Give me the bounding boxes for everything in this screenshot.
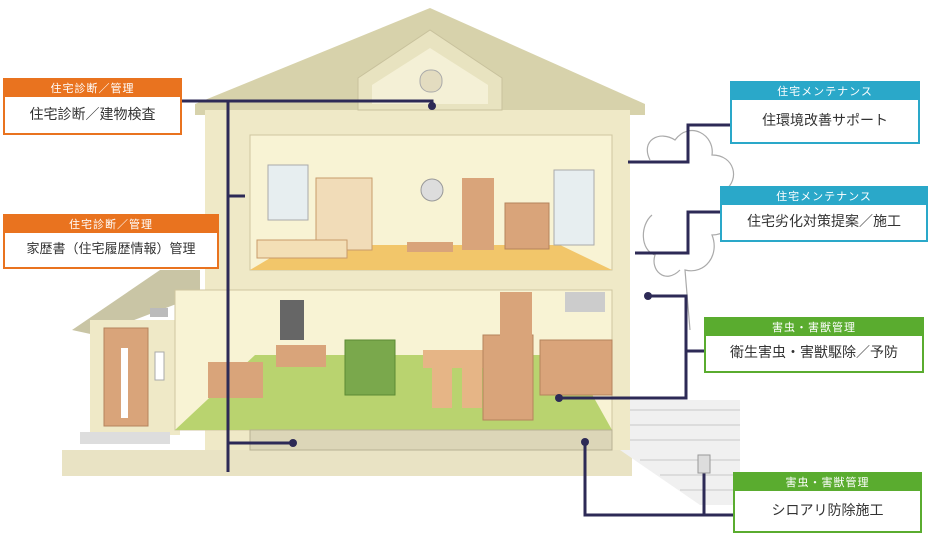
label-termite-body: シロアリ防除施工 — [771, 503, 884, 519]
label-deterioration[interactable]: 住宅メンテナンス 住宅劣化対策提案／施工 — [720, 186, 928, 242]
label-history[interactable]: 住宅診断／管理 家歴書（住宅履歴情報）管理 — [3, 214, 219, 269]
side-building-roof — [72, 270, 200, 335]
label-env-header: 住宅メンテナンス — [732, 83, 918, 100]
refrigerator — [500, 292, 532, 337]
label-env[interactable]: 住宅メンテナンス 住環境改善サポート — [730, 81, 920, 144]
ground — [62, 450, 632, 476]
door-window — [121, 348, 128, 418]
connector-pest-floor — [559, 349, 704, 400]
kitchen-counter — [539, 339, 613, 396]
label-env-body: 住環境改善サポート — [762, 113, 888, 129]
connector-dot-floor — [555, 394, 563, 402]
balcony-window — [553, 169, 595, 246]
security-camera — [150, 308, 168, 317]
connector-env — [628, 123, 730, 164]
tree-outline — [642, 129, 737, 331]
label-termite-header: 害虫・害獣管理 — [735, 474, 920, 491]
connector-dot-crawl — [289, 439, 297, 447]
pendant-lamp — [420, 178, 444, 202]
kitchen-island — [482, 334, 534, 421]
tv-stand — [276, 345, 326, 367]
connector-dot-wall — [644, 292, 652, 300]
label-deterioration-header: 住宅メンテナンス — [722, 188, 926, 205]
chair-1 — [432, 368, 452, 408]
termite-bait-station — [697, 454, 711, 474]
range-hood — [565, 292, 605, 312]
label-termite[interactable]: 害虫・害獣管理 シロアリ防除施工 — [733, 472, 922, 533]
label-pest-body: 衛生害虫・害獣駆除／予防 — [730, 345, 898, 361]
bed — [256, 239, 348, 259]
entrance-step — [80, 432, 170, 444]
tv — [280, 300, 304, 340]
bookshelf — [315, 177, 373, 251]
label-diagnosis[interactable]: 住宅診断／管理 住宅診断／建物検査 — [3, 78, 182, 135]
label-diagnosis-body: 住宅診断／建物検査 — [29, 107, 156, 123]
label-history-body: 家歴書（住宅履歴情報）管理 — [26, 242, 196, 257]
chair-2 — [462, 368, 482, 408]
dresser — [504, 202, 550, 250]
connector-pest — [648, 294, 704, 353]
crawl-space — [249, 429, 613, 451]
label-pest-header: 害虫・害獣管理 — [706, 319, 922, 336]
low-table — [407, 242, 453, 252]
connector-deterioration — [635, 210, 720, 255]
cabinet — [208, 362, 263, 398]
attic-vent — [419, 69, 443, 93]
dining-table — [423, 350, 483, 368]
label-pest[interactable]: 害虫・害獣管理 衛生害虫・害獣駆除／予防 — [704, 317, 924, 373]
door-intercom — [154, 351, 165, 381]
label-history-header: 住宅診断／管理 — [5, 216, 217, 233]
label-deterioration-body: 住宅劣化対策提案／施工 — [747, 214, 901, 230]
connector-dot-attic — [428, 102, 436, 110]
connector-termite — [583, 442, 733, 517]
connector-dot-foundation — [581, 438, 589, 446]
sofa — [344, 339, 396, 396]
upper-window — [267, 164, 309, 221]
label-diagnosis-header: 住宅診断／管理 — [5, 80, 180, 97]
upper-door — [462, 178, 494, 250]
